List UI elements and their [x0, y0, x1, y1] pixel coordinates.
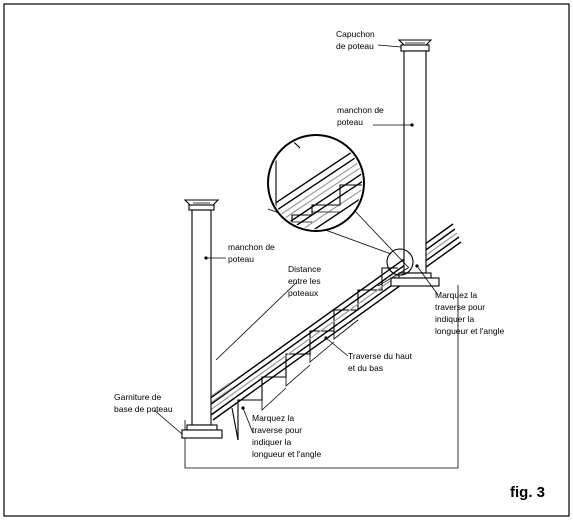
mark-right-label-line3: indiquer la — [435, 314, 474, 324]
base-trim-label-line1: Garniture de — [114, 392, 162, 402]
cap-label-line1: Capuchon — [336, 29, 375, 39]
distance-label-line1: Distance — [288, 264, 321, 274]
sleeve-left-label-line1: manchon de — [228, 242, 275, 252]
sleeve-right-label-line1: manchon de — [337, 105, 384, 115]
magnifier-detail — [267, 134, 414, 276]
distance-label-line2: entre les — [288, 276, 321, 286]
mark-right-label-line2: traverse pour — [435, 302, 485, 312]
sleeve-left-label-line2: poteau — [228, 254, 254, 264]
figure-frame — [3, 3, 570, 517]
mark-left-label-line4: longueur et l'angle — [252, 449, 321, 459]
leader-lines — [153, 44, 439, 435]
sleeve-right-label-line2: poteau — [337, 117, 363, 127]
mark-left-label-line1: Marquez la — [252, 413, 294, 423]
cap-label-line2: de poteau — [336, 41, 374, 51]
distance-dimension-line — [184, 285, 459, 469]
right-post — [390, 39, 440, 287]
mark-right-label-line4: longueur et l'angle — [435, 326, 504, 336]
rail-label-line1: Traverse du haut — [348, 351, 413, 361]
distance-label-line3: poteaux — [288, 288, 319, 298]
left-post — [181, 199, 223, 439]
figure-label: fig. 3 — [510, 484, 545, 501]
mark-left-label-line2: traverse pour — [252, 425, 302, 435]
mark-left-label-line3: indiquer la — [252, 437, 291, 447]
base-trim-label-line2: base de poteau — [114, 404, 173, 414]
rail-label-line2: et du bas — [348, 363, 383, 373]
mark-right-label-line1: Marquez la — [435, 290, 477, 300]
